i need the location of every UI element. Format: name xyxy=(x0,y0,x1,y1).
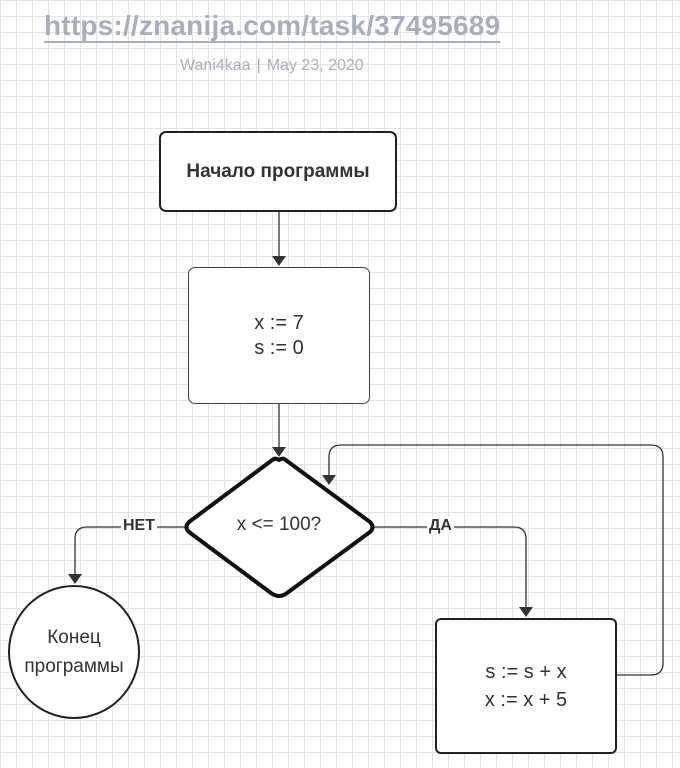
end-line-2: программы xyxy=(24,656,124,677)
loop-process-box: s := s + x x := x + 5 xyxy=(435,618,617,754)
post-date: May 23, 2020 xyxy=(266,57,364,74)
source-url[interactable]: https://znanija.com/task/37495689 xyxy=(44,10,501,41)
loop-line-2: x := x + 5 xyxy=(484,689,568,711)
meta-separator: | xyxy=(256,57,261,74)
post-meta: Wani4kaa | May 23, 2020 xyxy=(180,57,364,75)
arrow-yes-to-loop xyxy=(373,526,533,617)
end-terminal: Конец программы xyxy=(8,585,140,719)
loop-line-1: s := s + x xyxy=(485,661,567,683)
arrow-loop-back xyxy=(322,444,664,676)
init-process-box: x := 7 s := 0 xyxy=(188,267,370,404)
author-name: Wani4kaa xyxy=(180,57,251,74)
arrow-no-to-end xyxy=(68,526,185,584)
init-line-2: s := 0 xyxy=(254,336,304,359)
end-line-1: Конец xyxy=(47,627,101,648)
start-terminal: Начало программы xyxy=(159,131,397,212)
no-branch-label: НЕТ xyxy=(121,517,157,535)
init-line-1: x := 7 xyxy=(254,311,304,334)
condition-label: x <= 100? xyxy=(236,514,322,535)
yes-branch-label: ДА xyxy=(427,517,454,535)
decision-diamond xyxy=(184,456,375,598)
start-label: Начало программы xyxy=(186,160,370,182)
